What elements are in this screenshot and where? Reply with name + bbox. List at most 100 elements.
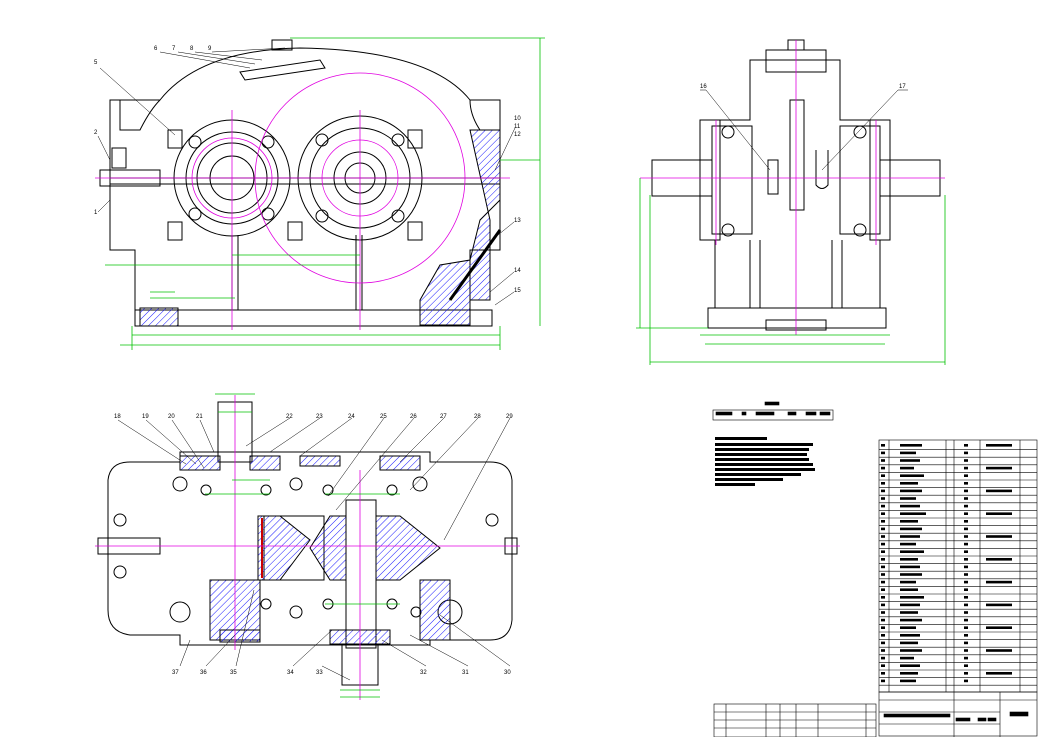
svg-text:35: 35	[230, 670, 237, 676]
parts-list-cell	[881, 474, 885, 477]
parts-list-cell	[964, 558, 968, 561]
parts-list-cell	[964, 679, 968, 683]
side-base-plate	[707, 307, 887, 329]
svg-text:17: 17	[899, 84, 906, 90]
parts-list-cell	[964, 580, 968, 584]
svg-text:2: 2	[94, 130, 98, 136]
parts-list-cell	[881, 656, 885, 660]
parts-list-cell	[881, 451, 885, 455]
parts-list-cell	[881, 535, 885, 538]
parts-list-cell	[964, 656, 968, 660]
svg-text:37: 37	[172, 670, 179, 676]
parts-list-cell	[986, 512, 1012, 515]
parts-list-cell	[986, 489, 1012, 493]
parts-list-cell	[900, 482, 918, 485]
parts-list-cell	[964, 527, 968, 531]
parts-list-cell	[881, 649, 885, 652]
parts-list-cell	[986, 535, 1012, 538]
side-dimensions	[636, 178, 946, 365]
parts-list-cell	[900, 550, 924, 553]
parts-list-cell	[900, 634, 920, 637]
parts-list-cell	[964, 664, 968, 667]
parts-list-cell	[900, 611, 918, 614]
plan-centerlines	[95, 395, 520, 700]
parts-list-cell	[964, 542, 968, 546]
svg-text:21: 21	[196, 414, 203, 420]
parts-list-cell	[881, 565, 885, 569]
parts-list-cell	[964, 603, 968, 607]
parts-list-cell	[881, 482, 885, 485]
front-housing-outline	[109, 47, 501, 310]
parts-list-cell	[881, 603, 885, 607]
parts-list-cell	[881, 504, 885, 508]
svg-text:29: 29	[506, 414, 513, 420]
svg-text:27: 27	[440, 414, 447, 420]
side-view	[651, 39, 941, 331]
parts-list-cell	[881, 672, 885, 675]
svg-text:24: 24	[348, 414, 355, 420]
parts-list-cell	[964, 588, 968, 591]
technical-requirements-text	[715, 437, 815, 486]
parts-list-cell	[881, 626, 885, 629]
front-oil-dipstick	[448, 229, 502, 301]
parts-list-cell	[964, 459, 968, 462]
parts-list-cell	[900, 641, 918, 645]
svg-text:20: 20	[168, 414, 175, 420]
parts-list-cell	[964, 535, 968, 538]
parts-list-cell	[881, 520, 885, 523]
parts-list-cell	[964, 626, 968, 629]
parts-list-cell	[964, 565, 968, 569]
parts-list-cell	[964, 672, 968, 675]
svg-text:15: 15	[514, 288, 521, 294]
parts-list-cell	[964, 641, 968, 645]
svg-text:33: 33	[316, 670, 323, 676]
plan-callout-labels-top: 18 19 20 21 22 23 24 25 26 27 28 29	[114, 414, 513, 420]
parts-list-cell	[900, 497, 916, 500]
front-breather	[271, 39, 293, 51]
parts-list-cell	[881, 596, 885, 599]
front-inspection-cover	[239, 59, 326, 81]
parts-list-cell	[881, 489, 885, 493]
side-housing-outline	[699, 59, 891, 308]
svg-text:9: 9	[208, 46, 212, 52]
parts-list-cell	[881, 618, 885, 622]
parts-list-cell	[881, 611, 885, 614]
side-callout-labels: 16 17	[700, 84, 906, 90]
parts-list-cell	[881, 679, 885, 683]
svg-text:8: 8	[190, 46, 194, 52]
parts-list-cell	[964, 573, 968, 576]
parts-list-cell	[881, 459, 885, 462]
svg-text:19: 19	[142, 414, 149, 420]
parts-list-cell	[986, 649, 1012, 652]
plan-sectioned-parts	[179, 455, 451, 645]
parts-list-cell	[900, 444, 922, 447]
front-bolts	[111, 129, 423, 241]
plan-bolts	[200, 477, 422, 619]
parts-list-cell	[964, 550, 968, 553]
svg-text:11: 11	[514, 124, 521, 130]
parts-list-cell	[964, 520, 968, 523]
technical-characteristics-table	[712, 401, 834, 421]
parts-list-cell	[900, 459, 920, 462]
parts-list-cell	[881, 444, 885, 447]
svg-text:36: 36	[200, 670, 207, 676]
parts-list-cell	[964, 634, 968, 637]
parts-list-cell	[881, 573, 885, 576]
parts-list-cell	[986, 672, 1012, 675]
parts-list-cell	[964, 649, 968, 652]
parts-list-cell	[964, 618, 968, 622]
parts-list-cell	[900, 520, 918, 523]
parts-list-cell	[881, 527, 885, 531]
parts-list-cell	[964, 451, 968, 455]
svg-text:6: 6	[154, 46, 158, 52]
plan-callout-labels-bottom: 37 36 35 34 33 32 31 30	[172, 670, 511, 676]
plan-housing-outline	[107, 451, 513, 646]
front-dimensions	[105, 37, 545, 350]
parts-list-cell	[986, 626, 1012, 629]
svg-text:10: 10	[514, 116, 521, 122]
svg-text:5: 5	[94, 60, 98, 66]
parts-list-cell	[900, 535, 920, 538]
parts-list-cell	[964, 512, 968, 515]
svg-text:16: 16	[700, 84, 707, 90]
plan-dimensions	[205, 393, 400, 698]
